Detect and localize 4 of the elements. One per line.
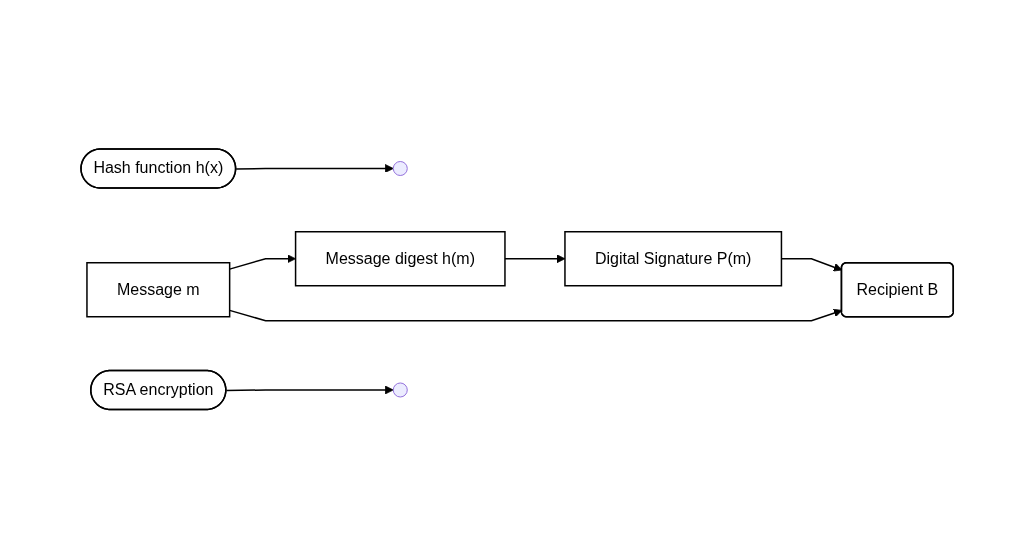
arrow xyxy=(235,163,395,173)
node-box: Message digest h(m) xyxy=(295,230,507,287)
node-box: Message m xyxy=(86,261,231,318)
node-box: Digital Signature P(m) xyxy=(564,230,783,287)
